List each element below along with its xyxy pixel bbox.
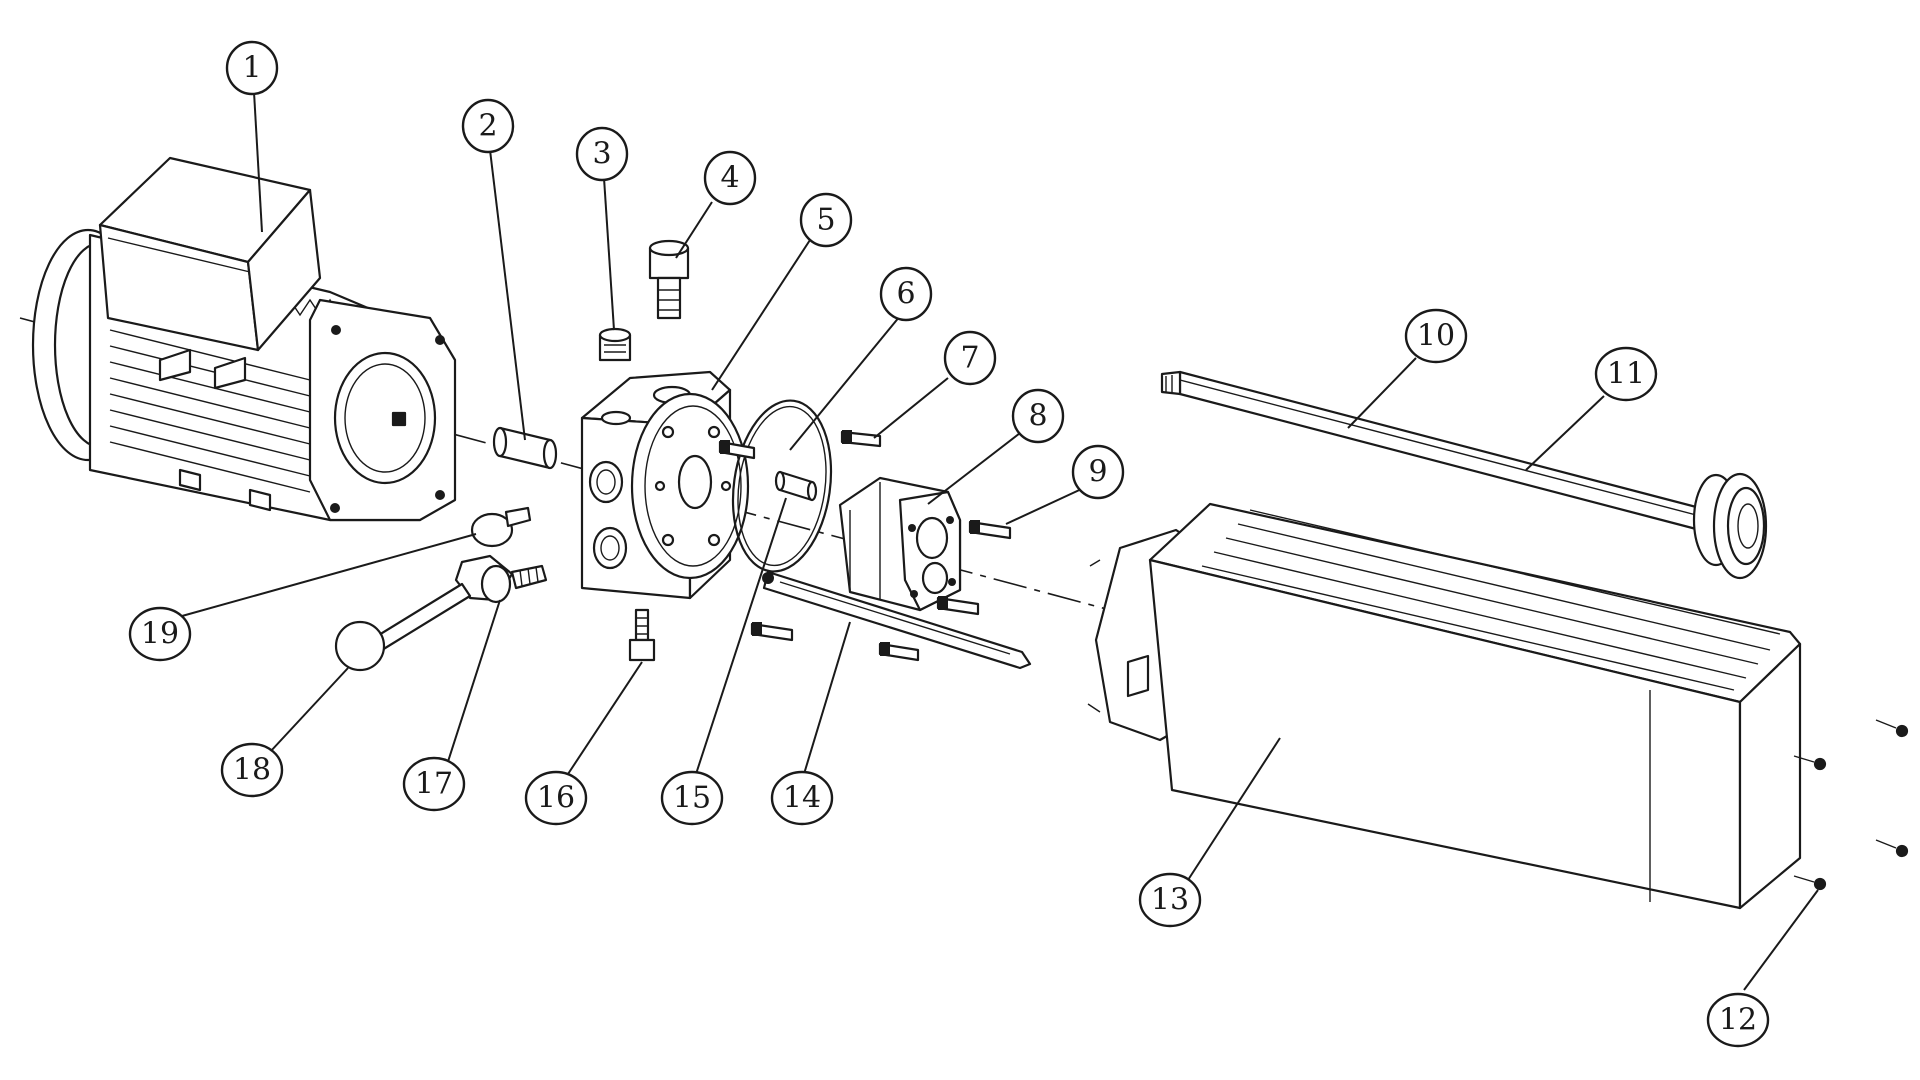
callout-balloon: 11 — [1594, 346, 1658, 402]
return-tube — [1160, 370, 1768, 580]
callout-balloon: 8 — [1011, 388, 1065, 444]
coupling-sleeve — [492, 426, 558, 470]
callout-balloon: 10 — [1404, 308, 1468, 364]
callout-balloon: 1 — [225, 40, 279, 96]
callout-label: 19 — [141, 617, 179, 652]
callout-balloon: 2 — [461, 98, 515, 154]
gear-pump — [838, 476, 962, 612]
callout-label: 7 — [960, 341, 979, 376]
callout-label: 13 — [1151, 883, 1189, 918]
callout-balloon: 4 — [703, 150, 757, 206]
leader-lines — [181, 91, 1819, 991]
callout-label: 14 — [783, 781, 821, 816]
callout-label: 16 — [537, 781, 575, 816]
manual-release-valve — [454, 554, 548, 604]
callout-balloons: 1 2 3 4 5 6 7 8 9 10 11 12 13 14 15 16 1… — [128, 40, 1770, 1048]
drive-shaft — [774, 470, 818, 502]
callout-balloon: 14 — [770, 770, 834, 826]
callout-label: 3 — [592, 137, 611, 172]
callout-label: 17 — [415, 767, 453, 802]
callout-label: 2 — [478, 109, 497, 144]
callout-balloon: 7 — [943, 330, 997, 386]
callout-balloon: 9 — [1071, 444, 1125, 500]
callout-label: 15 — [673, 781, 711, 816]
callout-label: 6 — [896, 277, 915, 312]
callout-label: 18 — [233, 753, 271, 788]
callout-label: 9 — [1088, 455, 1107, 490]
relief-valve-cartridge — [648, 239, 690, 320]
oil-tank — [1087, 502, 1802, 910]
filler-plug — [598, 327, 632, 362]
screws — [718, 430, 1012, 662]
callout-balloon: 18 — [220, 742, 284, 798]
tank-screws — [1793, 719, 1909, 891]
callout-label: 1 — [242, 51, 261, 86]
callout-balloon: 6 — [879, 266, 933, 322]
knob-plug — [470, 506, 532, 548]
callout-label: 10 — [1417, 319, 1455, 354]
callout-label: 8 — [1028, 399, 1047, 434]
motor-terminal-box — [98, 156, 322, 352]
callout-label: 5 — [816, 203, 835, 238]
callout-label: 4 — [720, 161, 739, 196]
callout-label: 11 — [1607, 357, 1645, 392]
callout-balloon: 16 — [524, 770, 588, 826]
motor — [31, 156, 457, 522]
pump-adaptor-block — [580, 370, 750, 600]
callout-balloon: 19 — [128, 606, 192, 662]
handle-lever — [334, 582, 472, 672]
suction-tube — [762, 570, 1032, 670]
callout-balloon: 5 — [799, 192, 853, 248]
callout-balloon: 13 — [1138, 872, 1202, 928]
callout-balloon: 12 — [1706, 992, 1770, 1048]
callout-balloon: 15 — [660, 770, 724, 826]
callout-balloon: 3 — [575, 126, 629, 182]
callout-label: 12 — [1719, 1003, 1757, 1038]
bleed-screw — [628, 608, 656, 662]
o-ring-seal — [731, 399, 833, 573]
callout-balloon: 17 — [402, 756, 466, 812]
